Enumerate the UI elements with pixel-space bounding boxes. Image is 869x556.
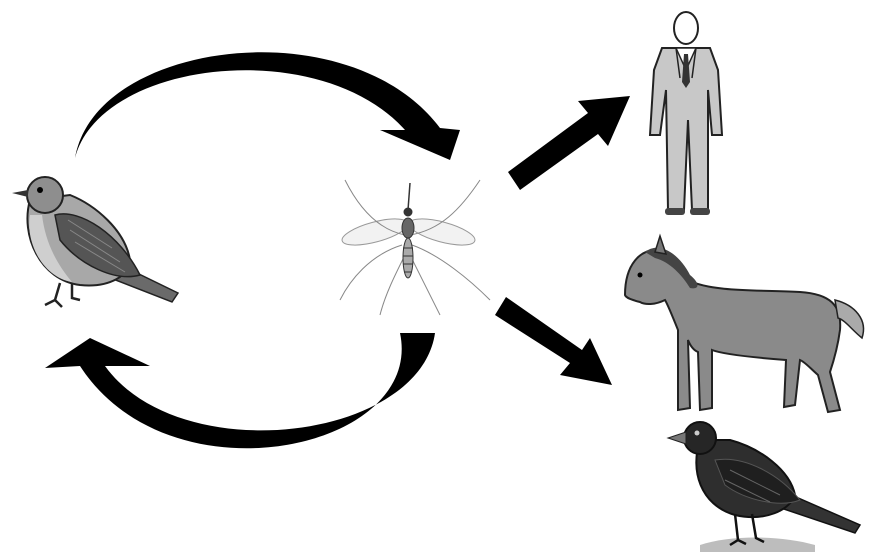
- arrow-mosquito-to-horse: [495, 297, 612, 385]
- songbird-icon: [12, 177, 178, 307]
- horse-icon: [625, 236, 863, 412]
- mosquito-icon: [340, 180, 490, 315]
- arrow-mosquito-to-bird: [45, 333, 435, 448]
- arrow-mosquito-to-human: [508, 96, 630, 190]
- crow-icon: [668, 422, 860, 552]
- arrow-bird-to-mosquito: [75, 52, 460, 160]
- man-in-suit-icon: [650, 12, 722, 215]
